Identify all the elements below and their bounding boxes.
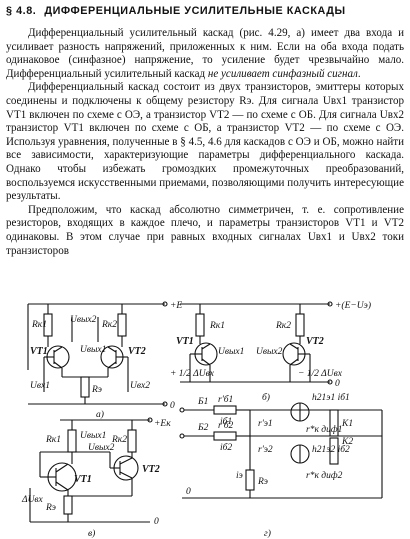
caption-g: г) <box>264 528 271 539</box>
label-g-re: Rэ <box>257 477 268 487</box>
label-b-uout2: Uвых2 <box>256 347 283 357</box>
label-v-uout1: Uвых1 <box>80 431 106 441</box>
paragraph-1: Дифференциальный усилительный каскад (ри… <box>6 27 404 81</box>
paragraph-1-text: Дифференциальный усилительный каскад (ри… <box>6 27 404 80</box>
label-a-uin2: Uвх2 <box>130 381 150 391</box>
label-a-re: Rэ <box>91 385 102 395</box>
circuit-b <box>180 301 333 385</box>
label-g-k1: K1 <box>341 419 353 429</box>
label-a-vt1: VT1 <box>30 346 48 357</box>
circuit-g <box>179 402 383 499</box>
caption-a: а) <box>96 409 104 420</box>
label-v-rk2: Rк2 <box>111 435 127 445</box>
label-v-rk1: Rк1 <box>45 435 61 445</box>
label-b-uout1: Uвых1 <box>218 347 244 357</box>
label-v-re: Rэ <box>45 503 56 513</box>
paragraph-1-tail: . <box>357 67 361 80</box>
label-g-rkd2: r*к диф2 <box>306 470 343 481</box>
label-g-re1: r'э1 <box>258 419 273 429</box>
label-b-in1: + 1/2 ΔUвх <box>170 369 215 379</box>
label-g-b2: Б2 <box>197 423 209 433</box>
label-a-vt2: VT2 <box>128 346 146 357</box>
label-a-plus: +E <box>170 301 182 311</box>
label-a-rk1: Rк1 <box>31 320 47 330</box>
label-b-vt1: VT1 <box>176 336 194 347</box>
label-g-h2: h21э2 iб2 <box>312 444 350 455</box>
label-b-supply: +(E−Uэ) <box>335 300 371 311</box>
label-b-in2: − 1/2 ΔUвх <box>298 369 343 379</box>
section-number: § 4.8. <box>6 5 37 17</box>
label-g-ib1: iб1 <box>220 416 232 427</box>
label-a-zero: 0 <box>170 401 175 411</box>
label-a-uout1: Uвых1 <box>80 345 106 355</box>
label-v-uout2: Uвых2 <box>88 443 115 453</box>
label-g-ie: iэ <box>236 471 243 481</box>
label-b-zero: 0 <box>335 379 340 389</box>
label-g-h1: h21э1 iб1 <box>312 392 350 403</box>
paragraph-2: Дифференциальный каскад состоит из двух … <box>6 81 404 203</box>
section-title: ДИФФЕРЕНЦИАЛЬНЫЕ УСИЛИТЕЛЬНЫЕ КАСКАДЫ <box>44 5 346 17</box>
label-b-vt2: VT2 <box>306 336 324 347</box>
label-b-rk2: Rк2 <box>275 321 291 331</box>
label-g-zero: 0 <box>186 487 191 497</box>
label-g-ib2: iб2 <box>220 442 232 453</box>
label-g-re2: r'э2 <box>258 445 273 455</box>
label-v-vt2: VT2 <box>142 464 160 475</box>
label-g-rb2: r'б2 <box>218 420 234 431</box>
label-g-rb1: r'б1 <box>218 394 233 405</box>
paragraph-3: Предположим, что каскад абсолютно симмет… <box>6 203 404 257</box>
section-heading: § 4.8. ДИФФЕРЕНЦИАЛЬНЫЕ УСИЛИТЕЛЬНЫЕ КАСК… <box>6 5 404 17</box>
paragraph-1-emphasis: не усиливает синфазный сигнал <box>207 67 358 80</box>
label-a-rk2: Rк2 <box>101 320 117 330</box>
body-text: Дифференциальный усилительный каскад (ри… <box>6 27 404 258</box>
figure-4-29: Rк1 Rк2 Uвых2 Uвых1 VT1 VT2 Uвх1 Uвх2 Rэ… <box>21 300 383 539</box>
label-a-uin1: Uвх1 <box>30 381 50 391</box>
label-g-k2: K2 <box>341 437 353 447</box>
label-g-rkd1: r*к диф1 <box>306 424 342 435</box>
label-a-uout2: Uвых2 <box>70 315 97 325</box>
label-v-vt1: VT1 <box>74 474 92 485</box>
label-v-zero: 0 <box>154 517 159 527</box>
label-v-plus: +Eк <box>154 419 171 429</box>
caption-b: б) <box>262 392 270 403</box>
label-b-rk1: Rк1 <box>209 321 225 331</box>
label-g-b1: Б1 <box>197 397 208 407</box>
label-v-duin: ΔUвх <box>21 495 44 505</box>
circuit-v <box>29 417 153 523</box>
caption-v: в) <box>88 528 95 539</box>
circuit-a <box>27 301 168 407</box>
